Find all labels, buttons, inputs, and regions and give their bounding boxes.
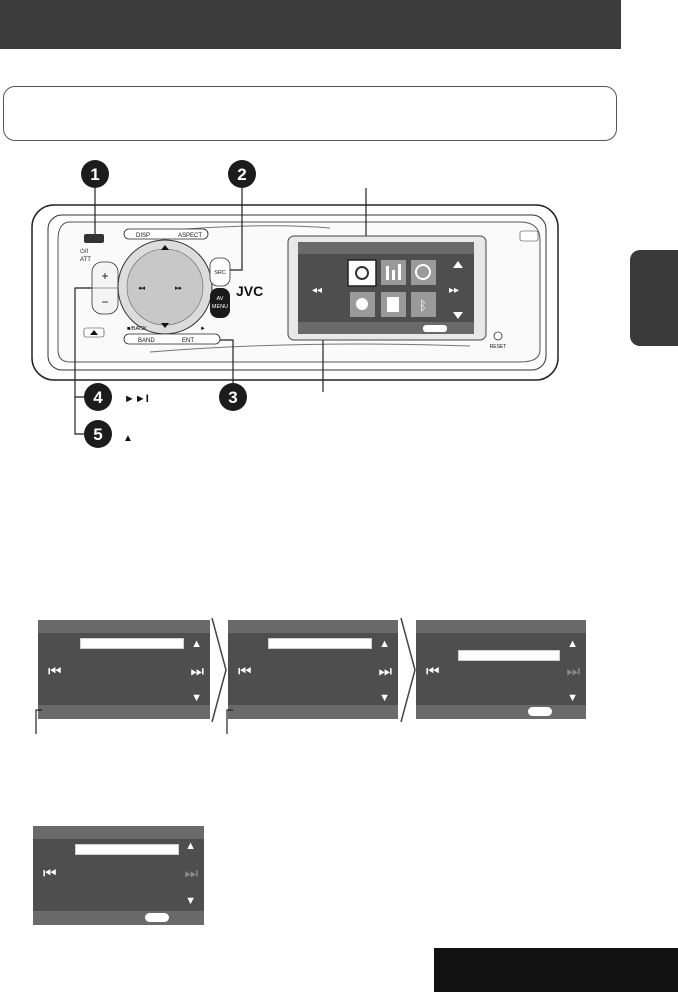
skip-forward-icon: ⏭: [184, 865, 198, 882]
lcd-screen-3: ⏮ ⏭ ▲ ▼: [416, 620, 586, 719]
triangle-up-icon[interactable]: ▲: [185, 840, 196, 852]
callout-5-label: 5: [93, 425, 102, 444]
callout-3: [219, 383, 247, 411]
skip-forward-icon: ⏭: [566, 663, 580, 680]
av-menu-button[interactable]: [210, 288, 230, 318]
triangle-up-icon[interactable]: ▲: [191, 638, 202, 650]
skip-forward-icon[interactable]: ⏭: [378, 663, 392, 680]
jvc-logo: JVC: [236, 283, 263, 299]
car-stereo-illustration: 1 2 3 4 5 ►►I ▲ ⏻/I ATT DISP ASPECT + − …: [31, 160, 559, 448]
callout-2-label: 2: [237, 165, 246, 184]
sequence-arrow-1: [211, 618, 227, 722]
att-label: ATT: [80, 257, 91, 263]
ent-label: ENT: [182, 338, 194, 344]
page-number-box: [434, 948, 678, 992]
menu-label: MENU: [212, 304, 228, 310]
svg-text:ᛒ: ᛒ: [419, 298, 427, 313]
src-label: SRC: [214, 270, 226, 276]
triangle-up-icon[interactable]: ▲: [379, 638, 390, 650]
display-up-icon[interactable]: [453, 261, 463, 268]
detach-button[interactable]: [519, 230, 539, 242]
dial-right-icon[interactable]: ▸▸: [175, 285, 183, 292]
lcd2-leader: [226, 709, 233, 734]
callout-2: [228, 160, 256, 188]
av-label: AV: [217, 296, 224, 302]
eject-icon: [90, 330, 98, 335]
display-next-icon[interactable]: ▸▸: [449, 285, 459, 296]
triangle-down-icon[interactable]: ▼: [379, 692, 390, 704]
lcd-screen-1: ⏮ ⏭ ▲ ▼: [38, 620, 210, 719]
play-label: ►: [200, 326, 206, 332]
triangle-up-icon[interactable]: ▲: [567, 638, 578, 650]
title-bar: [0, 0, 621, 49]
dial-left-icon[interactable]: ◂◂: [138, 285, 146, 292]
triangle-down-icon[interactable]: ▼: [567, 692, 578, 704]
setup-gear-icon[interactable]: [347, 259, 377, 287]
triangle-down-icon[interactable]: ▼: [191, 692, 202, 704]
aspect-label: ASPECT: [178, 233, 202, 239]
highlighted-item: [75, 844, 179, 855]
callout-5: [84, 420, 112, 448]
skip-back-icon[interactable]: ⏮: [48, 663, 62, 680]
callout-4-label: 4: [93, 388, 103, 407]
volume-down-label: −: [101, 295, 108, 309]
back-label: ■/BACK: [127, 326, 147, 332]
highlighted-item: [268, 638, 372, 649]
power-att-button[interactable]: [84, 234, 104, 243]
main-display: [298, 242, 474, 334]
bluetooth-icon[interactable]: [411, 292, 436, 317]
disp-label: DISP: [136, 233, 150, 239]
callout-1: [81, 160, 109, 188]
skip-forward-icon[interactable]: ⏭: [190, 663, 204, 680]
reset-button[interactable]: [493, 331, 503, 341]
step5-up-symbol: ▲: [123, 433, 133, 444]
skip-back-icon[interactable]: ⏮: [43, 865, 57, 882]
dial-down-icon[interactable]: [161, 323, 169, 328]
callout-1-label: 1: [90, 165, 99, 184]
lcd-screen-4: ⏮ ⏭ ▲ ▼: [33, 826, 204, 925]
step4-next-symbol: ►►I: [124, 393, 149, 405]
callout-4: [84, 383, 112, 411]
soft-button[interactable]: [145, 913, 169, 922]
lcd1-leader: [35, 709, 42, 734]
display-down-icon[interactable]: [453, 312, 463, 319]
src-button[interactable]: [209, 257, 231, 287]
language-side-tab: [630, 250, 678, 346]
band-label: BAND: [138, 338, 155, 344]
soft-button[interactable]: [528, 707, 552, 716]
display-prev-icon[interactable]: ◂◂: [312, 285, 322, 296]
display-soft-button[interactable]: [423, 325, 447, 332]
triangle-down-icon[interactable]: ▼: [185, 895, 196, 907]
skip-back-icon[interactable]: ⏮: [426, 663, 440, 680]
lcd-screen-2: ⏮ ⏭ ▲ ▼: [228, 620, 398, 719]
band-ent-button[interactable]: [123, 333, 221, 345]
highlighted-item: [458, 650, 560, 661]
sound-icon[interactable]: [411, 260, 436, 285]
callout-3-label: 3: [228, 388, 237, 407]
skip-back-icon[interactable]: ⏮: [238, 663, 252, 680]
disp-aspect-button[interactable]: [123, 228, 209, 240]
power-label: ⏻/I: [80, 248, 88, 255]
note-box: [3, 86, 617, 141]
highlighted-item: [80, 638, 184, 649]
reset-label: RESET: [490, 344, 507, 350]
dial-up-icon[interactable]: [161, 245, 169, 250]
sequence-arrow-2: [400, 618, 416, 722]
volume-up-label: +: [101, 269, 108, 283]
